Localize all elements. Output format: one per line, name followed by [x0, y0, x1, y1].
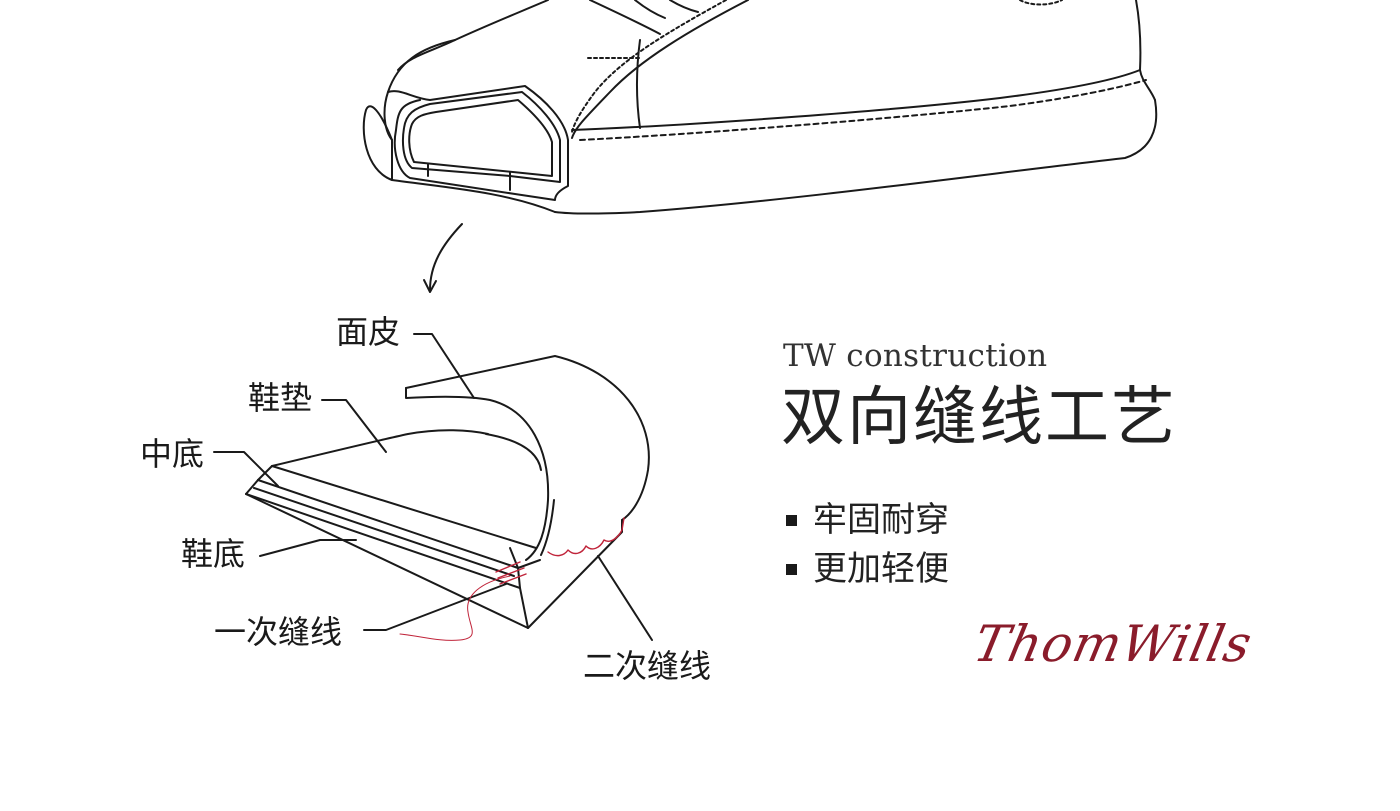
label-insole: 鞋垫	[248, 379, 313, 417]
leader-upper	[413, 333, 475, 399]
arrow-icon	[423, 223, 463, 293]
label-second-stitch: 二次缝线	[583, 647, 712, 685]
leader-first-stitch	[363, 583, 507, 631]
sneaker-drawing	[362, 0, 1158, 215]
label-upper: 面皮	[336, 313, 401, 351]
feature-label: 牢固耐穿	[813, 500, 949, 540]
feature-item: 更加轻便	[786, 552, 949, 586]
construction-subtitle: TW construction	[783, 338, 1048, 374]
cross-section-diagram	[213, 333, 653, 641]
stitch-threads	[399, 517, 625, 641]
label-midsole: 中底	[140, 435, 205, 473]
bullet-icon	[786, 514, 797, 526]
brand-signature: ThomWills	[968, 615, 1258, 673]
page-title: 双向缝线工艺	[781, 381, 1177, 455]
leader-outsole	[259, 539, 357, 557]
feature-label: 更加轻便	[813, 549, 949, 589]
leader-insole	[321, 399, 387, 453]
feature-item: 牢固耐穿	[786, 503, 949, 537]
label-first-stitch: 一次缝线	[214, 613, 343, 651]
label-outsole: 鞋底	[181, 535, 246, 573]
leader-midsole	[213, 451, 279, 487]
leader-second-stitch	[597, 555, 653, 641]
bullet-icon	[786, 563, 797, 575]
